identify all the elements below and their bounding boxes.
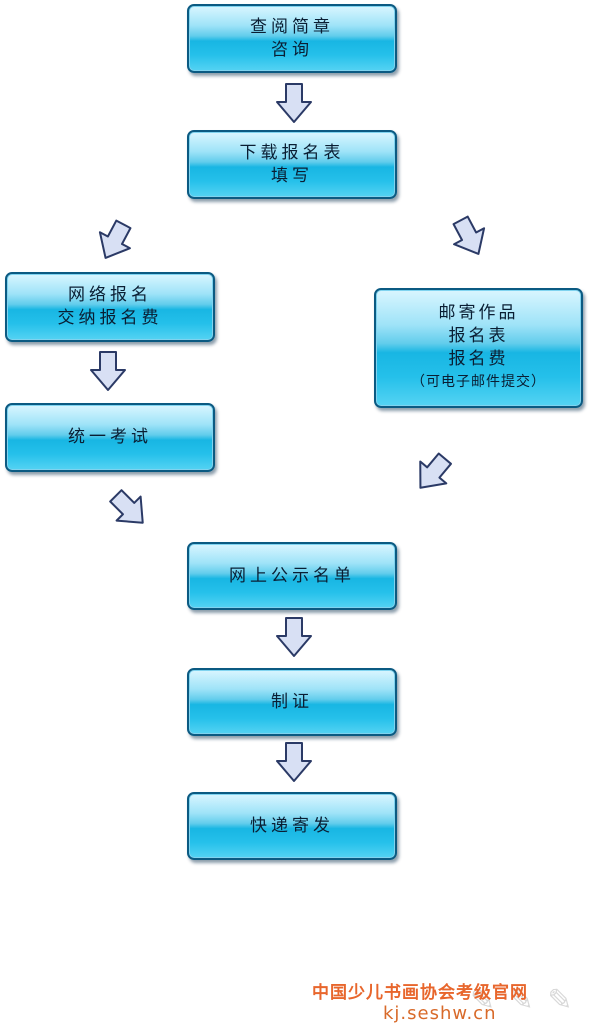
step-consult-box: 查阅简章 咨询 [187, 4, 397, 73]
step-consult-line2: 咨询 [271, 39, 313, 60]
step-download-line1: 下载报名表 [239, 142, 345, 163]
footer-site-title: 中国少儿书画协会考级官网 [312, 983, 528, 1003]
step-online-register-line1: 网络报名 [68, 285, 152, 305]
step-online-register-box: 网络报名 交纳报名费 [5, 272, 215, 342]
watermark-logo: ✎ ✎ ✎ [470, 983, 575, 1018]
step-exam-box: 统一考试 [5, 403, 215, 472]
step-mail-line3: 报名费 [448, 349, 509, 369]
step-mail-line4: （可电子邮件提交） [411, 374, 546, 390]
step-publish-box: 网上公示名单 [187, 542, 397, 610]
step-deliver-box: 快递寄发 [187, 792, 397, 860]
step-mail-line2: 报名表 [448, 326, 509, 346]
step-certificate-label: 制证 [271, 691, 313, 712]
step-deliver-label: 快递寄发 [250, 815, 334, 836]
step-publish-label: 网上公示名单 [229, 565, 355, 586]
arrow-down-right-icon [445, 212, 496, 264]
arrow-down-icon [276, 617, 312, 658]
step-exam-label: 统一考试 [68, 427, 152, 447]
step-mail-line1: 邮寄作品 [438, 303, 519, 323]
step-mail-box: 邮寄作品 报名表 报名费 （可电子邮件提交） [374, 288, 583, 408]
arrow-down-icon [276, 742, 312, 783]
arrow-down-icon [90, 351, 126, 392]
step-download-box: 下载报名表 填写 [187, 130, 397, 199]
arrow-down-left-icon [89, 216, 140, 268]
arrow-down-icon [276, 83, 312, 124]
step-online-register-line2: 交纳报名费 [57, 308, 163, 328]
step-consult-line1: 查阅简章 [250, 16, 334, 37]
footer-site-url[interactable]: kj.seshw.cn [383, 1003, 497, 1024]
arrow-diagonal-left-icon [405, 447, 458, 501]
step-download-line2: 填写 [271, 165, 313, 186]
arrow-diagonal-right-icon [103, 483, 157, 537]
step-certificate-box: 制证 [187, 668, 397, 736]
